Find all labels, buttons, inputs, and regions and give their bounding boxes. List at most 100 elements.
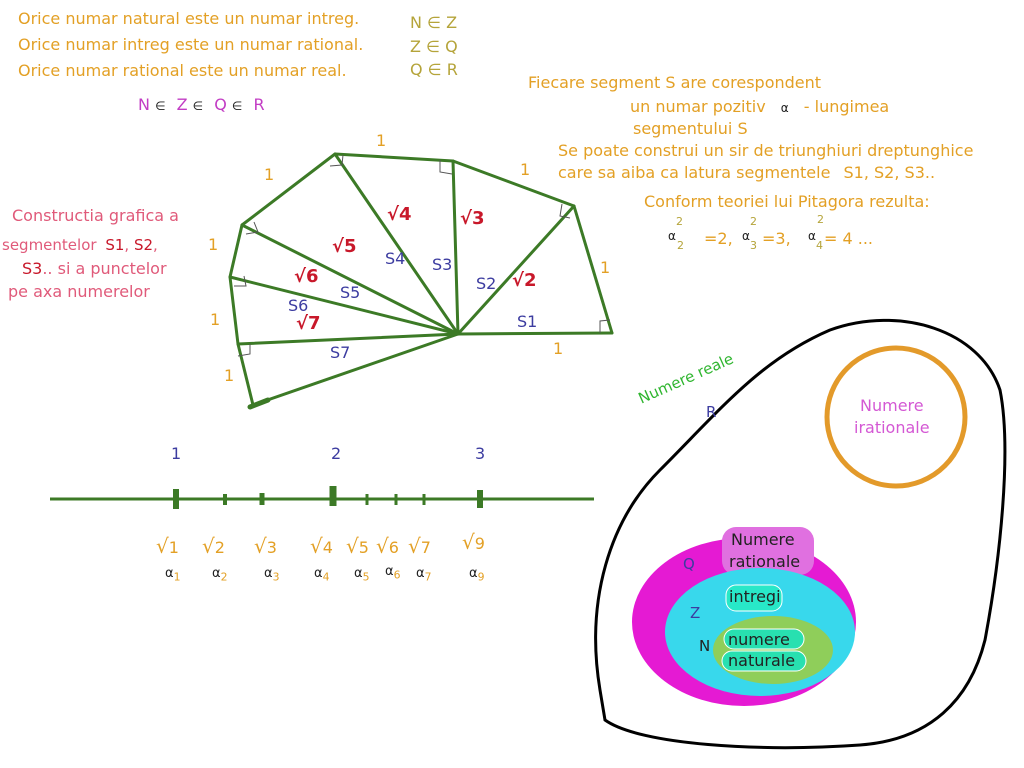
right-line-2: un numar pozitiv α - lungimea <box>630 97 889 116</box>
integer-label-bg <box>725 584 783 612</box>
axis-alpha-sub-7: 7 <box>424 570 432 584</box>
left-line-2-text: segmentelor <box>2 236 97 254</box>
axis-root-value-1: 1 <box>168 538 179 557</box>
axis-alpha-2: α2 <box>212 566 227 584</box>
axis-alpha-sub-3: 3 <box>272 570 280 584</box>
radial-sqrt6 <box>228 275 460 336</box>
formula-eq-2: =2, <box>704 229 733 248</box>
axis-alpha-sub-4: 4 <box>322 570 330 584</box>
natural-label-2: naturale <box>728 651 796 670</box>
sqrt-sign-6: √ <box>376 534 389 558</box>
axis-alpha-symbol-9: α <box>469 566 478 581</box>
real-numbers-outline <box>594 318 1007 750</box>
right-line-3: segmentului S <box>633 119 748 138</box>
pythagoras-formula: 2 α 2 =2, 2 α 3 =3, 2 α 4 = 4 ... <box>668 213 874 252</box>
sqrt-sign-3: √ <box>254 534 267 558</box>
integer-label: intregi <box>729 587 781 606</box>
sqrt-sign-2: √ <box>202 534 215 558</box>
axis-alpha-sub-6: 6 <box>393 568 401 582</box>
axis-root-value-3: 3 <box>266 538 277 557</box>
spiral-end-mark <box>247 397 271 410</box>
segment-s1: S1 <box>517 312 538 331</box>
axis-root-7: √7 <box>408 534 431 558</box>
axis-alpha-sub-9: 9 <box>477 570 485 584</box>
relation-3: Q ∈ R <box>410 60 458 79</box>
axis-root-5: √5 <box>346 534 369 558</box>
radial-sqrt2 <box>456 204 576 336</box>
axis-int-2: 2 <box>331 444 342 463</box>
radial-sqrt3 <box>451 159 460 336</box>
set-chain: N ∈ Z ∈ Q ∈ R <box>138 95 265 114</box>
left-line-3: S3.. si a punctelor <box>22 259 167 278</box>
root-sqrt2: √2 <box>512 270 537 291</box>
natural-label-bg-2 <box>721 650 807 672</box>
natural-label-1: numere <box>728 630 790 649</box>
segment-s3: S3 <box>432 255 453 274</box>
segment-s4: S4 <box>385 249 406 268</box>
radial-last <box>251 332 460 407</box>
irrational-label-1: Numere <box>860 396 924 415</box>
root-sqrt3: √3 <box>460 208 485 229</box>
chain-n: N <box>138 95 150 114</box>
axis-alpha-symbol-4: α <box>314 566 323 581</box>
axis-int-1: 1 <box>171 444 182 463</box>
axis-alpha-symbol-1: α <box>165 566 174 581</box>
axis-alpha-symbol-6: α <box>385 564 394 579</box>
unit-label-4: 1 <box>208 235 219 254</box>
left-comma-2: , <box>153 236 158 254</box>
axis-alpha-sub-5: 5 <box>362 570 370 584</box>
axis-root-1: √1 <box>156 534 179 558</box>
axis-alpha-5: α5 <box>354 566 369 584</box>
axis-alpha-symbol-7: α <box>416 566 425 581</box>
chain-in-1: ∈ <box>155 99 166 113</box>
spiral-outer-edge <box>228 152 614 407</box>
right-line-4: Se poate construi un sir de triunghiuri … <box>558 141 974 160</box>
left-line-3-text: .. si a punctelor <box>42 259 167 278</box>
chain-in-2: ∈ <box>192 99 204 113</box>
alpha-3: α <box>742 229 750 243</box>
left-s2: S2 <box>133 236 154 254</box>
axis-root-4: √4 <box>310 534 333 558</box>
unit-label-2: 1 <box>264 165 275 184</box>
sqrt-sign-7: √ <box>408 534 421 558</box>
axis-int-3: 3 <box>475 444 486 463</box>
real-set-symbol: R <box>706 403 717 421</box>
axis-alpha-symbol-3: α <box>264 566 273 581</box>
axis-root-value-6: 6 <box>388 538 399 557</box>
chain-in-3: ∈ <box>231 99 243 113</box>
rational-label-2: rationale <box>729 552 801 571</box>
axis-root-9: √9 <box>462 530 485 554</box>
axis-alpha-3: α3 <box>264 566 279 584</box>
axis-alpha-7: α7 <box>416 566 431 584</box>
statement-3: Orice numar rational este un numar real. <box>18 61 347 80</box>
unit-label-7: 1 <box>553 339 564 358</box>
root-sqrt5: √5 <box>332 236 357 257</box>
irrational-circle <box>824 345 968 489</box>
right-line-5-segs: S1, S2, S3.. <box>843 163 936 182</box>
root-sqrt6: √6 <box>294 266 319 287</box>
chain-z: Z <box>176 95 188 114</box>
left-comma: , <box>124 236 130 254</box>
irrational-label-2: irationale <box>854 418 930 437</box>
unit-label-5: 1 <box>600 258 611 277</box>
axis-root-value-9: 9 <box>474 534 485 553</box>
segment-s1-line <box>456 331 614 336</box>
alpha-4: α <box>808 229 816 243</box>
axis-alpha-symbol-5: α <box>354 566 363 581</box>
left-line-1: Constructia grafica a <box>12 206 179 225</box>
natural-label-bg <box>723 628 805 650</box>
sqrt-sign-4: √ <box>310 534 323 558</box>
axis-root-value-2: 2 <box>214 538 225 557</box>
left-line-2: segmentelor S1, S2, <box>2 236 158 254</box>
unit-label-1: 1 <box>376 131 387 150</box>
sqrt-sign-9: √ <box>462 530 475 554</box>
right-line-2-text: un numar pozitiv <box>630 97 766 116</box>
sqrt-sign-1: √ <box>156 534 169 558</box>
axis-root-6: √6 <box>376 534 399 558</box>
rational-set-symbol: Q <box>683 555 695 573</box>
root-sqrt7: √7 <box>296 313 321 334</box>
formula-eq-4: = 4 ... <box>824 229 874 248</box>
right-line-5-text: care sa aiba ca latura segmentele <box>558 163 831 182</box>
segment-s5: S5 <box>340 283 361 302</box>
